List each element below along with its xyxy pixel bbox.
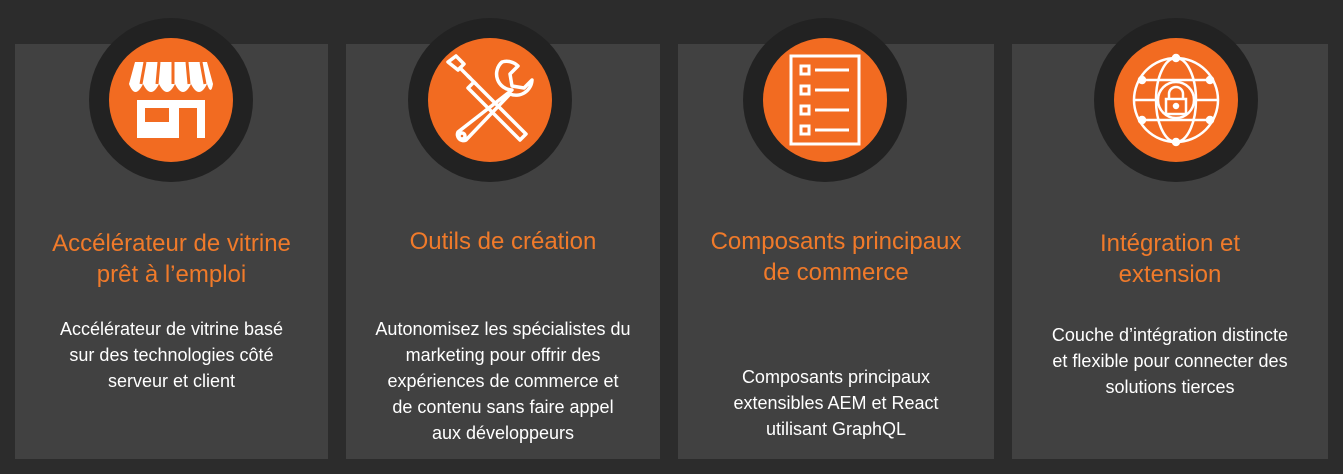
- icon-disc: [1114, 38, 1238, 162]
- desc-line: sur des technologies côté: [69, 345, 274, 365]
- feature-card-tools: Outils de création Autonomisez les spéci…: [346, 18, 660, 459]
- card-description: Couche d’intégration distincte et flexib…: [1012, 322, 1328, 400]
- icon-disc: [428, 38, 552, 162]
- feature-card-storefront: Accélérateur de vitrine prêt à l’emploi …: [15, 18, 328, 459]
- icon-badge: [743, 18, 907, 182]
- desc-line: marketing pour offrir des: [405, 345, 601, 365]
- desc-line: de contenu sans faire appel: [392, 397, 614, 417]
- desc-line: Composants principaux: [741, 367, 931, 387]
- desc-line: extensibles AEM et React: [733, 393, 939, 413]
- desc-line: aux développeurs: [431, 423, 575, 443]
- desc-line: Accélérateur de vitrine basé: [59, 319, 284, 339]
- card-description: Accélérateur de vitrine basé sur des tec…: [15, 316, 328, 394]
- feature-card-integration: Intégration et extension Couche d’intégr…: [1012, 18, 1328, 459]
- card-title: Intégration et extension: [1012, 228, 1328, 290]
- title-line: Outils de création: [409, 228, 597, 255]
- title-line: Composants principaux: [710, 228, 962, 255]
- title-line: Intégration et: [1099, 230, 1241, 257]
- icon-disc: [763, 38, 887, 162]
- desc-line: et flexible pour connecter des: [1052, 351, 1288, 371]
- card-title: Composants principaux de commerce: [678, 226, 994, 288]
- feature-card-components: Composants principaux de commerce Compos…: [678, 18, 994, 459]
- desc-line: Autonomisez les spécialistes du: [375, 319, 631, 339]
- desc-line: serveur et client: [107, 371, 236, 391]
- card-title: Accélérateur de vitrine prêt à l’emploi: [15, 228, 328, 290]
- icon-badge: [1094, 18, 1258, 182]
- secure-globe-icon: [1132, 53, 1220, 147]
- icon-disc: [109, 38, 233, 162]
- icon-badge: [89, 18, 253, 182]
- title-line: prêt à l’emploi: [96, 261, 247, 288]
- desc-line: solutions tierces: [1105, 377, 1235, 397]
- checklist-icon: [789, 54, 861, 146]
- card-title: Outils de création: [346, 226, 660, 257]
- title-line: de commerce: [763, 259, 909, 286]
- icon-badge: [408, 18, 572, 182]
- desc-line: utilisant GraphQL: [765, 419, 907, 439]
- card-description: Autonomisez les spécialistes du marketin…: [346, 316, 660, 446]
- tools-icon: [446, 54, 534, 143]
- card-description: Composants principaux extensibles AEM et…: [678, 364, 994, 442]
- title-line: Accélérateur de vitrine: [52, 230, 291, 257]
- desc-line: expériences de commerce et: [387, 371, 619, 391]
- desc-line: Couche d’intégration distincte: [1051, 325, 1289, 345]
- title-line: extension: [1118, 261, 1222, 288]
- storefront-icon: [129, 61, 213, 138]
